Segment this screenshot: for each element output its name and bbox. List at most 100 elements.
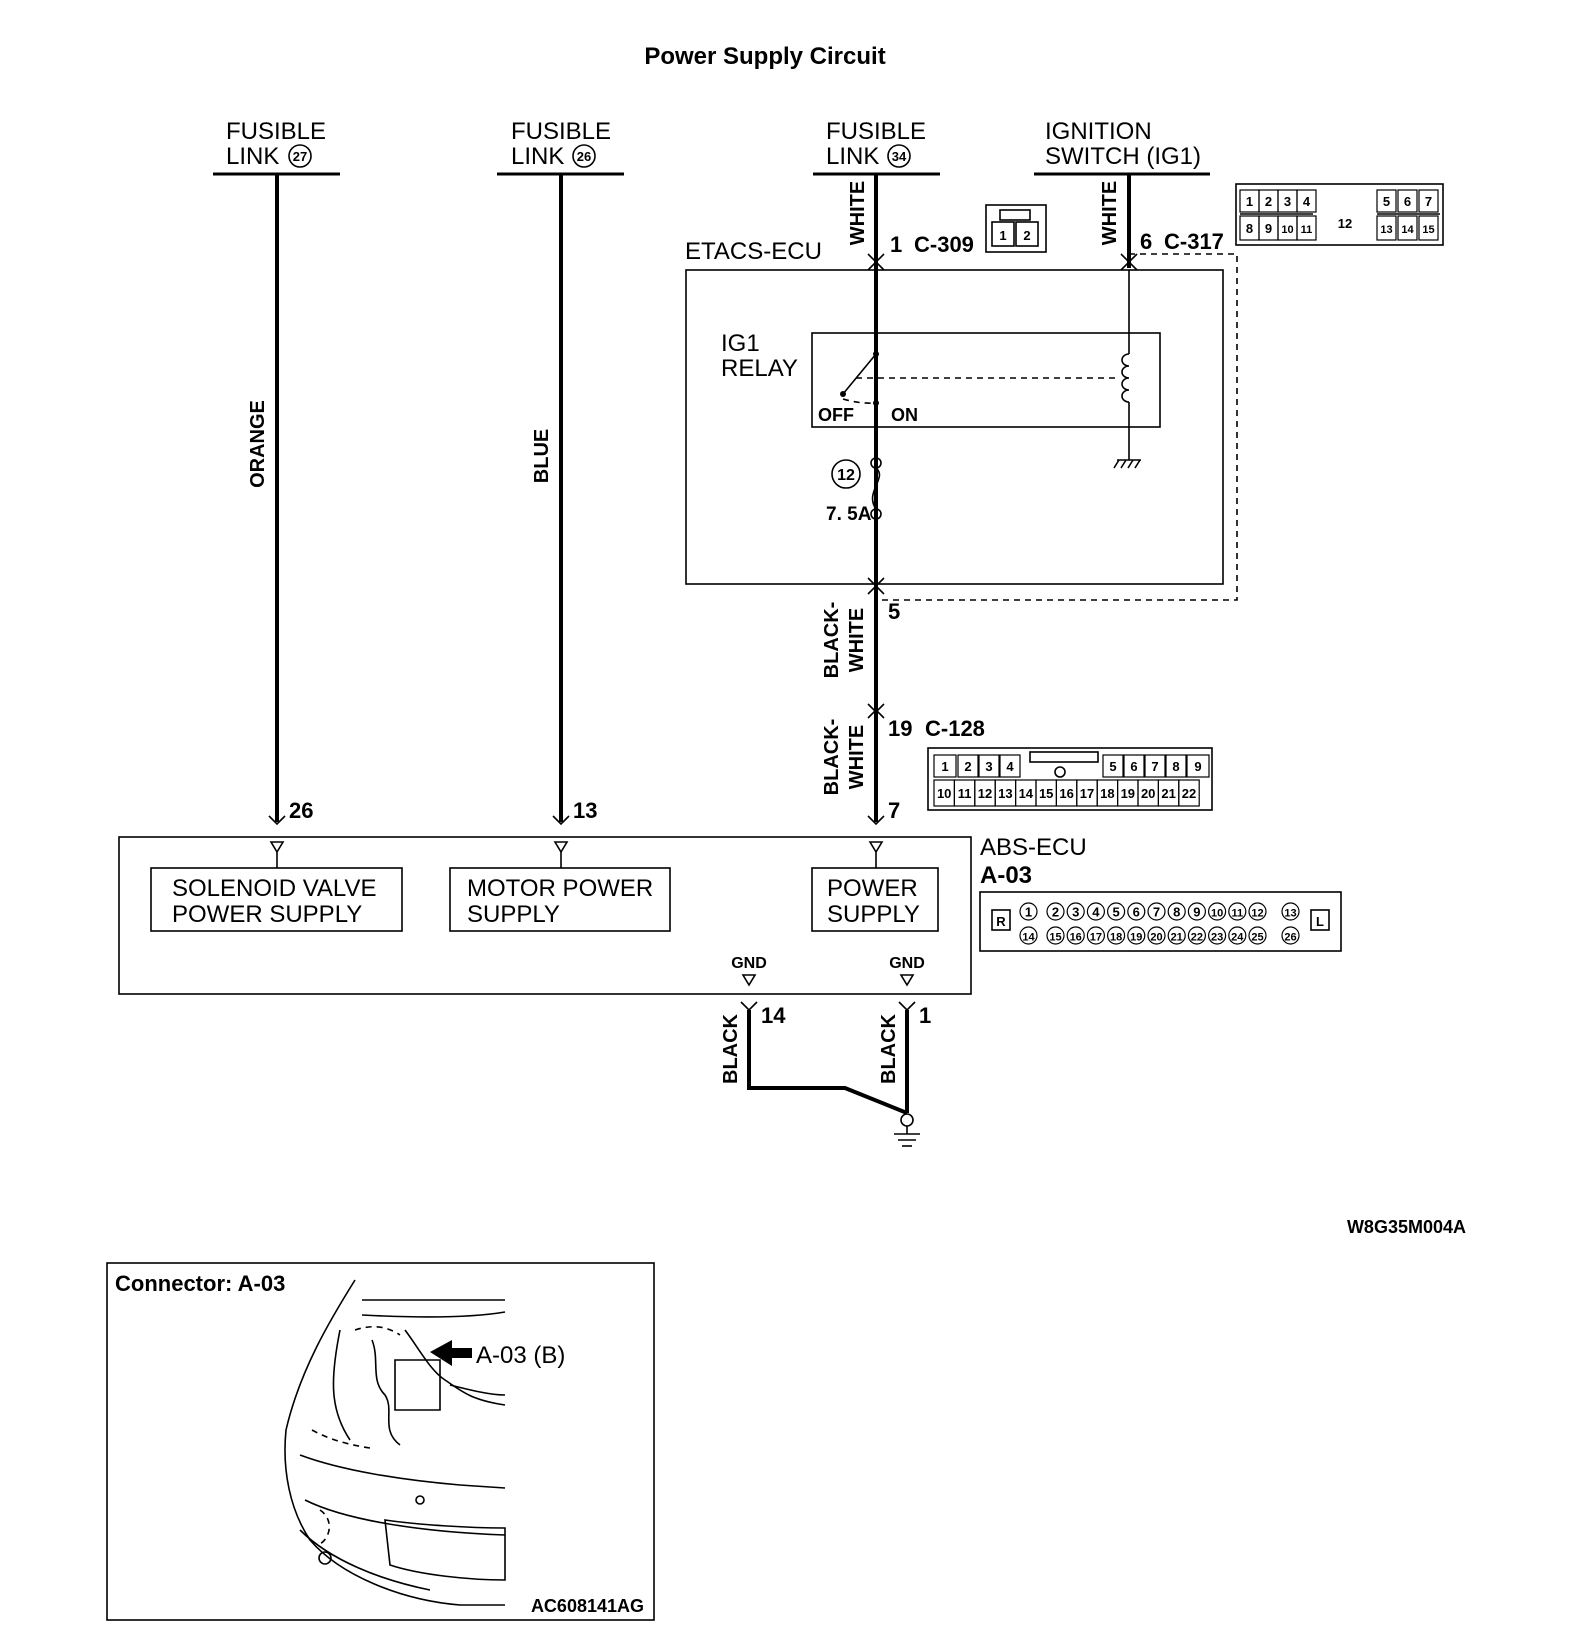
- callout-label: A-03 (B): [476, 1342, 565, 1369]
- c128-pin-21: 21: [1161, 786, 1175, 801]
- a03-pin-2: 2: [1052, 905, 1059, 920]
- a03-pin-25: 25: [1251, 932, 1263, 944]
- a03-pin-8-cell: [1167, 902, 1186, 921]
- relay-off: OFF: [818, 405, 854, 425]
- c317-pin-15: 15: [1422, 224, 1434, 236]
- a03-label: A-03: [980, 862, 1032, 889]
- a03-pin-19-cell: [1127, 926, 1146, 945]
- diagram-title: Power Supply Circuit: [644, 43, 885, 70]
- source-label-line1: IGNITION: [1045, 118, 1152, 145]
- c317-pin-15-cell: [1418, 215, 1439, 241]
- etacs-ecu: ETACS-ECU IG1 RELAY OFF ON 12 7. 5A 5: [685, 238, 1238, 624]
- fusible-number: 26: [577, 149, 591, 164]
- ig1-relay-label-line2: RELAY: [721, 355, 798, 382]
- c317-pin-11: 11: [1301, 224, 1313, 236]
- a03-pin-18-cell: [1106, 926, 1126, 945]
- block-power-line2: SUPPLY: [827, 901, 920, 928]
- a03-pin-4-cell: [1086, 902, 1106, 921]
- abs-label: ABS-ECU: [980, 834, 1087, 861]
- c317-pin-6: 6: [1404, 194, 1411, 209]
- engine-bay-illustration: [284, 1279, 506, 1606]
- c317-pin-10: 10: [1281, 224, 1293, 236]
- location-frame: [106, 1262, 655, 1621]
- wire-color-black-white-a-line2: WHITE: [846, 608, 868, 672]
- c128-pin-12: 12: [978, 786, 992, 801]
- a03-pin-20-cell: [1147, 926, 1166, 945]
- c128-pin-14: 14: [1019, 786, 1034, 801]
- a03-pin-6: 6: [1133, 905, 1140, 920]
- block-power-supply: [811, 867, 939, 932]
- c317-pin-13: 13: [1380, 224, 1392, 236]
- etacs-label: ETACS-ECU: [685, 238, 822, 265]
- a03-pin-26: 26: [1284, 932, 1296, 944]
- c317-pin-4-cell: [1296, 189, 1317, 213]
- c317-pin-5-cell: [1376, 189, 1397, 213]
- a03-right-tag: L: [1316, 914, 1324, 929]
- ig1-relay-label-line1: IG1: [721, 330, 760, 357]
- source-label-line1: FUSIBLE: [226, 118, 326, 145]
- a03-pin-16-cell: [1066, 926, 1085, 945]
- a03-pin-3: 3: [1072, 905, 1079, 920]
- wire-color-orange: ORANGE: [247, 400, 269, 488]
- etacs-box: [685, 269, 1224, 585]
- c128-pin-3-cell: [978, 754, 1000, 778]
- c128-pin-20: 20: [1141, 786, 1155, 801]
- gnd-pin-1: 1: [919, 1003, 931, 1028]
- c128-pin-11: 11: [958, 786, 972, 801]
- c128-pin-19: 19: [1121, 786, 1135, 801]
- relay-on: ON: [891, 405, 918, 425]
- a03-left-tag: R: [996, 914, 1006, 929]
- c309-label: C-309: [914, 232, 974, 257]
- a03-pin-12: 12: [1251, 908, 1263, 920]
- c128-pin-7-cell: [1144, 754, 1166, 778]
- gnd-label-1: GND: [731, 955, 767, 972]
- a03-pin-9: 9: [1193, 905, 1200, 920]
- location-title: Connector: A-03: [115, 1271, 285, 1296]
- wire-fusible-34: WHITE BLACK- WHITE BLACK- WHITE: [821, 174, 878, 822]
- wire-color-white: WHITE: [847, 181, 869, 245]
- c317-pin-11-cell: [1296, 215, 1317, 241]
- wire-color-black-1: BLACK: [720, 1013, 742, 1084]
- wire-color-black-white-b-line2: WHITE: [846, 725, 868, 789]
- a03-pin-5-cell: [1106, 902, 1126, 921]
- a03-pin-19: 19: [1130, 932, 1142, 944]
- abs-box: [118, 836, 972, 995]
- c128-pin-5-cell: [1102, 754, 1124, 778]
- a03-pin-14: 14: [1022, 932, 1035, 944]
- a03-pin-13: 13: [1284, 908, 1296, 920]
- connector-c309: 1 C-309 1 2: [890, 204, 1047, 257]
- gnd-pin-14: 14: [761, 1003, 786, 1028]
- fusible-number: 34: [892, 149, 907, 164]
- c317-pin-13-cell: [1376, 215, 1397, 241]
- source-fusible-link-27: FUSIBLE LINK 27: [213, 118, 340, 176]
- a03-pin-12-cell: [1248, 902, 1267, 921]
- source-ignition-switch: IGNITION SWITCH (IG1): [1034, 118, 1210, 176]
- fuse-number-circle: [831, 459, 861, 489]
- a03-pin-9-cell: [1187, 902, 1207, 921]
- a03-pin-17-cell: [1086, 926, 1106, 945]
- a03-pin-7: 7: [1153, 905, 1160, 920]
- a03-pin-1-cell: [1019, 902, 1038, 921]
- c128-pin-13: 13: [998, 786, 1012, 801]
- ground-wiring: 14 1 BLACK BLACK: [720, 1001, 931, 1147]
- block-solenoid-valve-power-supply: [150, 867, 403, 932]
- c128-pin-17: 17: [1080, 786, 1094, 801]
- abs-pin-power: 7: [888, 798, 900, 823]
- c317-pin-9: 9: [1265, 221, 1272, 236]
- a03-pin-15: 15: [1049, 932, 1061, 944]
- c317-pin-4: 4: [1303, 194, 1311, 209]
- gnd-label-2: GND: [889, 955, 925, 972]
- a03-pin-23-cell: [1207, 926, 1227, 945]
- c317-pin-6-cell: [1397, 189, 1418, 213]
- connector-markers: [268, 253, 1138, 826]
- c317-pin: 6: [1140, 229, 1152, 254]
- c128-pin-5: 5: [1109, 759, 1116, 774]
- wire-blue: BLUE: [531, 174, 563, 822]
- c128-pin-6-cell: [1123, 754, 1145, 778]
- block-motor-power-supply: [449, 867, 671, 932]
